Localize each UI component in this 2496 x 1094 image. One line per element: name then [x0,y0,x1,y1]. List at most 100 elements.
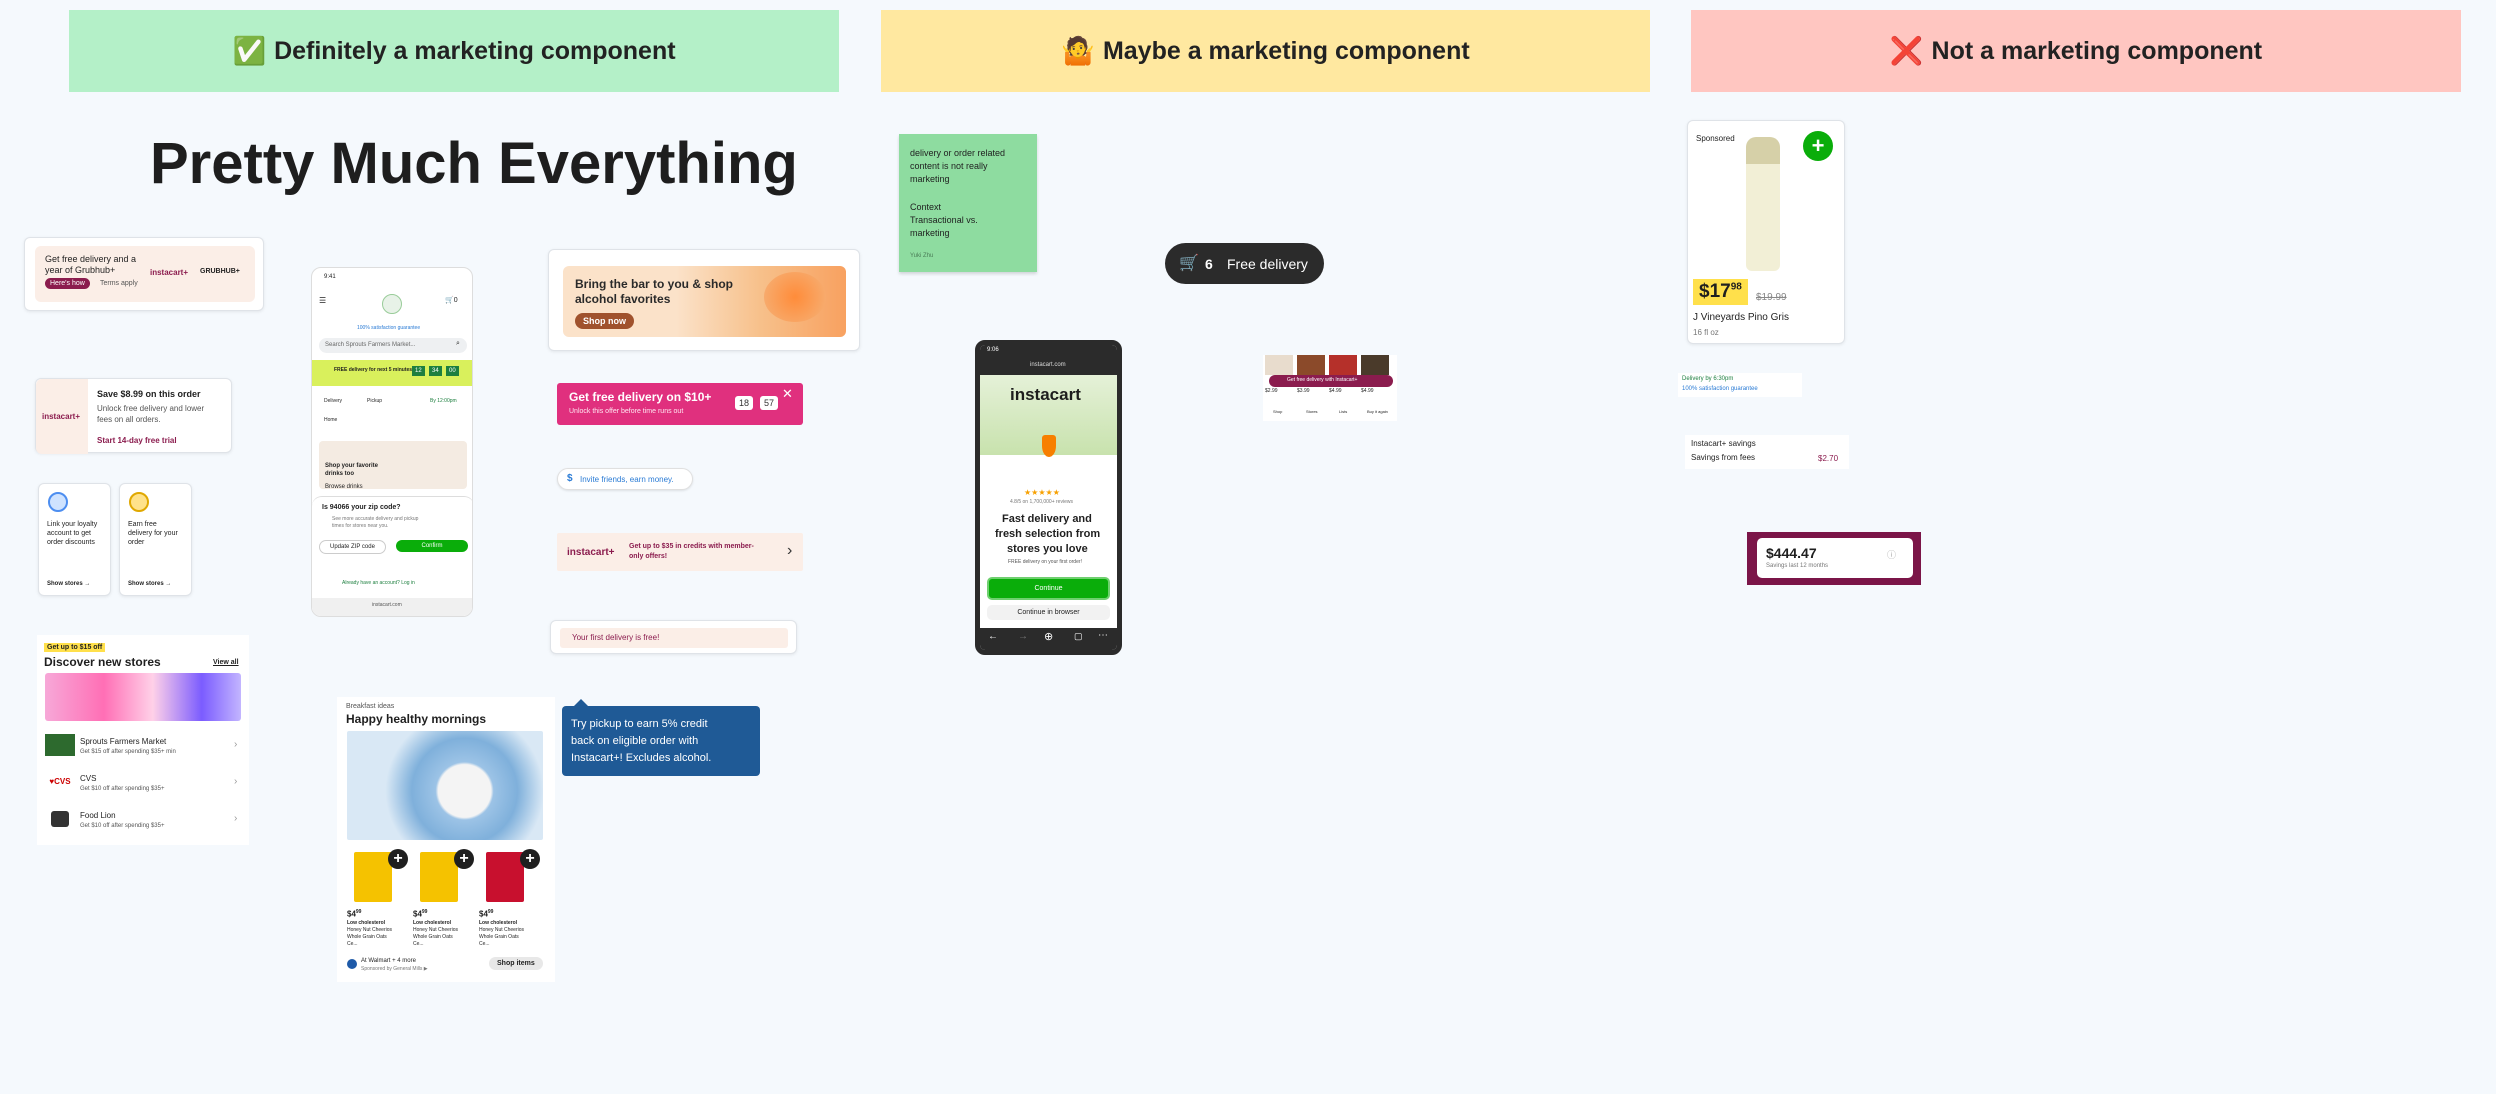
update-zip-button[interactable]: Update ZIP code [319,540,386,554]
column-title: Definitely a marketing component [274,36,676,65]
forward-icon[interactable]: → [1018,631,1028,642]
cereal-box [420,852,458,902]
drinks-promo-l1: Shop your favorite [325,463,379,469]
cart-free-delivery-pill[interactable]: 🛒 6 Free delivery [1165,243,1324,284]
product-thumb [1265,355,1293,375]
chevron-right-icon[interactable]: › [787,542,793,559]
breakfast-hero-image [347,731,543,840]
info-icon[interactable]: ⓘ [1887,550,1897,560]
instacart-plus-banner[interactable] [1269,375,1393,387]
terms-link[interactable]: Terms apply [100,280,138,287]
chevron-right-icon[interactable]: › [234,739,238,750]
store-name[interactable]: Food Lion [80,811,116,820]
discover-hero-image [45,673,241,721]
nav-shop[interactable]: Shop [1273,409,1283,414]
price: $3.99 [1297,388,1310,394]
nav-buy-again[interactable]: Buy it again [1367,409,1388,414]
shop-now-button[interactable]: Shop now [575,313,634,329]
item-name-3: Ce... [413,941,424,947]
drinks-promo-l2: drinks too [325,471,355,477]
drinks-promo[interactable] [319,441,467,489]
cart-count: 6 [1205,256,1213,272]
back-icon[interactable]: ← [988,631,998,642]
credits-banner[interactable]: instacart+ Get up to $35 in credits with… [557,533,803,571]
phone-mockup-sprouts: 9:41 ☰ 🛒0 100% satisfaction guarantee Se… [311,267,473,617]
cross-icon: ❌ [1889,36,1924,66]
view-all-link[interactable]: View all [213,659,239,666]
add-to-cart-button[interactable]: + [454,849,474,869]
add-to-cart-button[interactable]: + [388,849,408,869]
nav-stores[interactable]: Stores [1306,409,1318,414]
tab-pickup[interactable]: Pickup [367,398,383,404]
store-logo-cvs: ♥CVS [49,777,71,786]
shop-items-button[interactable]: Shop items [489,957,543,970]
free-delivery-label: Free delivery [1227,256,1308,272]
free-delivery-card[interactable]: Earn free delivery for your order Show s… [119,483,192,596]
note-line: content is not really [910,161,988,171]
cart-icon[interactable]: 🛒0 [445,297,458,304]
nav-lists[interactable]: Lists [1339,409,1348,414]
old-price: $19.99 [1756,292,1787,303]
grubhub-promo-card[interactable]: Get free delivery and a year of Grubhub+… [24,237,264,311]
savings-total: $444.47 [1766,545,1817,561]
item-name-3: Ce... [479,941,490,947]
free-delivery-banner[interactable] [312,360,472,386]
promo-line-2: year of Grubhub+ [45,265,116,275]
search-icon[interactable]: ⌕ [456,340,460,347]
breakfast-eyebrow: Breakfast ideas [346,703,395,710]
free-delivery-timer-banner[interactable]: Get free delivery on $10+ Unlock this of… [557,383,803,425]
grubhub-logo: GRUBHUB+ [200,268,240,275]
store-name[interactable]: Sprouts Farmers Market [80,737,167,746]
tab-delivery[interactable]: Delivery [324,398,343,404]
savings-fees-label: Savings from fees [1691,453,1756,462]
sponsored-product-card[interactable]: Sponsored + $1798 $19.99 J Vineyards Pin… [1687,120,1845,344]
chevron-right-icon[interactable]: › [234,813,238,824]
product-thumb [1329,355,1357,375]
item-name-1: Honey Nut Cheerios [479,927,525,933]
loyalty-card[interactable]: Link your loyalty account to get order d… [38,483,111,596]
search-input[interactable] [319,338,467,353]
delivery-time: By 12:00pm [430,398,457,404]
store-text: At Walmart + 4 more [361,958,416,964]
headline-3: stores you love [1007,543,1088,555]
banner-title-1: Bring the bar to you & shop [575,277,733,291]
confirm-button[interactable]: Confirm [396,540,468,552]
logo-panel [36,379,88,454]
sponsor-text: Sponsored by General Mills ▶ [361,966,428,972]
continue-browser-button[interactable]: Continue in browser [987,605,1110,620]
new-tab-icon[interactable]: ⊕ [1044,631,1054,643]
add-to-cart-button[interactable]: + [1803,131,1833,161]
invite-friends-pill[interactable]: $ Invite friends, earn money. [557,468,693,490]
wine-bottle-image [1746,137,1780,271]
add-to-cart-button[interactable]: + [520,849,540,869]
chevron-right-icon[interactable]: › [234,776,238,787]
save-trial-card[interactable]: instacart+ Save $8.99 on this order Unlo… [35,378,232,454]
item-name-2: Whole Grain Oats [347,934,387,940]
browser-url: instacart.com [372,602,402,608]
tooltip-line-1: Try pickup to earn 5% credit [571,718,708,730]
tabs-icon[interactable]: ▢ [1074,631,1083,641]
menu-icon[interactable]: ☰ [319,296,327,305]
login-link[interactable]: Already have an account? Log in [342,580,415,586]
show-stores-link[interactable]: Show stores → [47,581,91,587]
heres-how-button[interactable]: Here's how [45,278,90,289]
loyalty-line-2: account to get [47,530,91,537]
earn-line-1: Earn free [128,521,157,528]
start-trial-link[interactable]: Start 14-day free trial [97,436,177,445]
alcohol-banner[interactable]: Bring the bar to you & shop alcohol favo… [548,249,860,351]
drinks-promo-l3: Browse drinks [325,484,363,490]
promo-line-1: Get free delivery and a [45,254,137,264]
price: $4.99 [1329,388,1342,394]
store-name[interactable]: CVS [80,774,97,783]
close-icon[interactable]: ✕ [782,386,793,401]
shrug-icon: 🤷 [1061,36,1095,66]
item-price: $499 [413,909,428,919]
discover-stores-module: Get up to $15 off Discover new stores Vi… [37,635,249,845]
continue-button[interactable]: Continue [987,577,1110,600]
delivery-truck-icon [129,492,149,512]
item-tag: Low cholesterol [413,920,452,926]
more-icon[interactable]: ⋯ [1098,630,1108,641]
store-logo-sprouts [45,734,75,756]
show-stores-link[interactable]: Show stores → [128,581,172,587]
address-text[interactable]: Home [324,417,338,423]
